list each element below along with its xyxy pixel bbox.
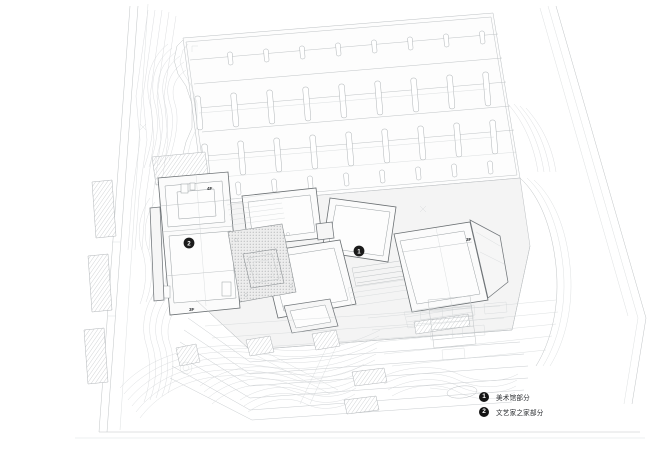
- building-east: [393, 219, 509, 335]
- floor-label-3f-east: 3F: [466, 237, 472, 242]
- plan-marker-2-number: 2: [187, 240, 191, 247]
- legend-bullet-2: 2: [479, 406, 489, 417]
- site-markings: [139, 45, 427, 375]
- plan-marker-1-number: 1: [357, 248, 361, 255]
- legend-label-1: 美术馆部分: [496, 393, 530, 402]
- floor-label-3f-west: 3F: [189, 307, 195, 312]
- south-terraced-landscape: [169, 245, 531, 421]
- site-boundary: [75, 3, 647, 439]
- building-art-museum: [225, 187, 426, 334]
- southwest-landscape-mounds: [119, 329, 519, 419]
- plan-marker-1[interactable]: 1: [353, 245, 365, 257]
- building-artists-home: [149, 171, 241, 316]
- legend-item-2: 2 文艺家之家部分: [479, 404, 629, 419]
- floor-label-4f: 4F: [207, 186, 213, 191]
- west-walkway-strips: [83, 179, 120, 385]
- legend: 1 美术馆部分 2 文艺家之家部分: [479, 389, 629, 419]
- parking-lot-north: [151, 12, 521, 206]
- floor-labels: 4F 3F 3F: [189, 186, 472, 312]
- legend-label-2: 文艺家之家部分: [496, 408, 544, 417]
- plan-marker-2[interactable]: 2: [183, 237, 195, 249]
- legend-bullet-1: 1: [479, 391, 489, 402]
- legend-item-1: 1 美术馆部分: [479, 389, 629, 404]
